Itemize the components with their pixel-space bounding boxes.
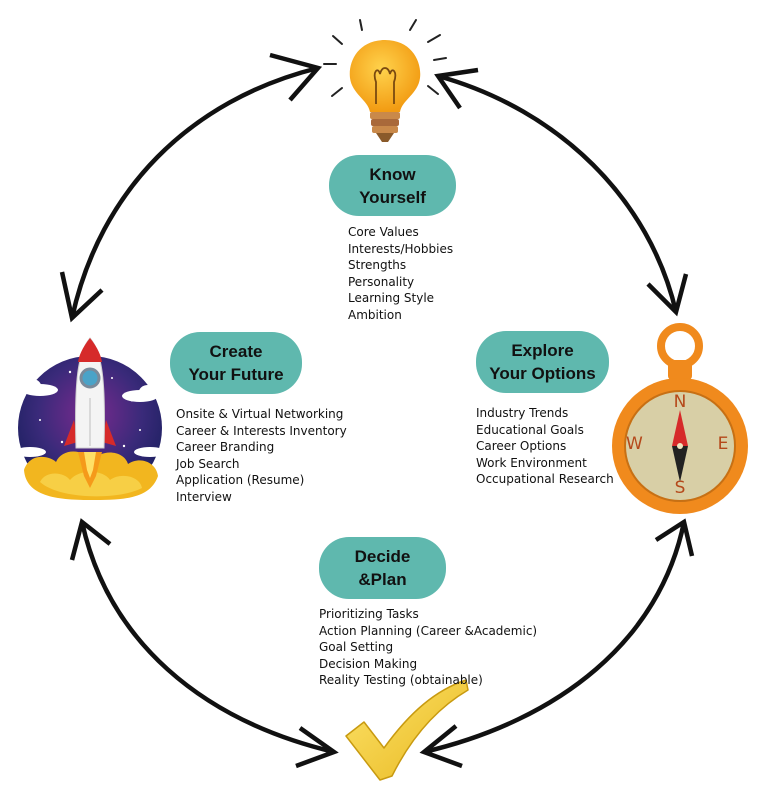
list-item: Interests/Hobbies [348, 241, 454, 256]
know-yourself-list: Core Values Interests/Hobbies Strengths … [348, 224, 453, 324]
arrow-top-left [59, 52, 323, 323]
list-item: Occupational Research [476, 472, 614, 487]
list-item: Decision Making [319, 656, 418, 671]
explore-options-list: Industry Trends Educational Goals Career… [476, 405, 614, 488]
list-item: Strengths [348, 258, 407, 273]
know-yourself-title-line2: Yourself [359, 187, 426, 207]
list-item: Job Search [176, 456, 240, 471]
create-future-pill: Create Your Future [170, 332, 302, 394]
compass-north-label: N [673, 392, 687, 412]
list-item: Career Branding [176, 440, 275, 455]
decide-plan-title-line1: Decide [354, 547, 411, 566]
lightbulb-icon [323, 19, 447, 142]
decide-plan-title-line2: &Plan [358, 570, 407, 589]
list-item: Career Options [476, 439, 567, 454]
explore-options-pill: Explore Your Options [476, 331, 609, 393]
rocket-icon [14, 337, 166, 500]
know-yourself-title-line1: Know [369, 164, 416, 184]
compass-icon [612, 323, 748, 514]
decide-plan-pill: Decide &Plan [319, 537, 446, 599]
create-future-list: Onsite & Virtual Networking Career & Int… [176, 406, 347, 506]
list-item: Ambition [348, 307, 402, 322]
list-item: Educational Goals [476, 422, 584, 437]
compass-east-label: E [717, 434, 729, 454]
explore-options-title-line1: Explore [511, 341, 574, 360]
decide-plan-list: Prioritizing Tasks Action Planning (Care… [319, 606, 537, 689]
list-item: Goal Setting [319, 640, 394, 655]
explore-options-title-line2: Your Options [489, 364, 596, 383]
list-item: Interview [176, 489, 232, 504]
create-future-title-line1: Create [209, 342, 263, 361]
compass-south-label: S [674, 478, 686, 498]
arrow-top-right [434, 67, 689, 317]
list-item: Action Planning (Career &Academic) [319, 623, 538, 638]
list-item: Core Values [348, 225, 419, 239]
list-item: Prioritizing Tasks [319, 607, 419, 621]
list-item: Reality Testing (obtainable) [319, 673, 483, 688]
list-item: Industry Trends [476, 406, 569, 420]
arrow-bottom-right [419, 518, 695, 769]
list-item: Career & Interests Inventory [176, 423, 347, 438]
list-item: Learning Style [348, 291, 435, 306]
know-yourself-pill: Know Yourself [329, 155, 456, 216]
arrow-bottom-left [69, 518, 339, 769]
list-item: Application (Resume) [176, 473, 305, 488]
compass-west-label: W [626, 434, 643, 454]
list-item: Onsite & Virtual Networking [176, 407, 344, 421]
create-future-title-line2: Your Future [188, 365, 284, 384]
checkmark-icon [345, 679, 469, 781]
list-item: Work Environment [476, 455, 587, 470]
list-item: Personality [348, 274, 415, 289]
